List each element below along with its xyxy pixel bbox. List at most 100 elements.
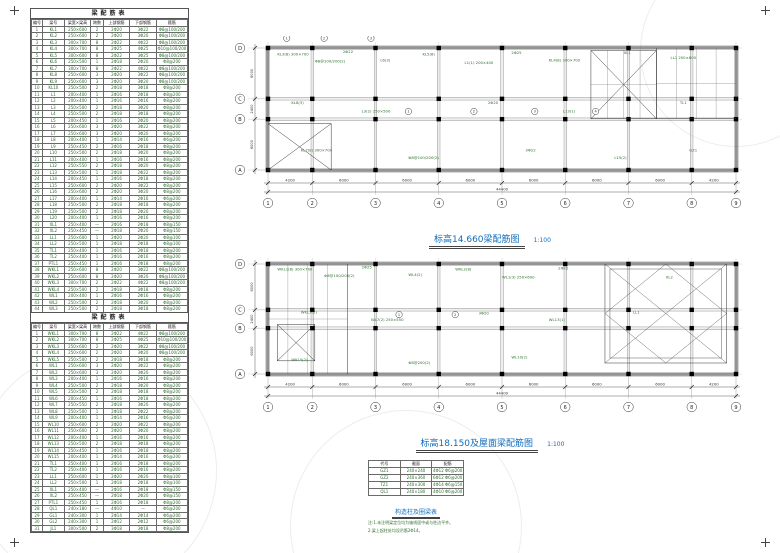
grid-lines bbox=[248, 42, 742, 192]
schedule-cell: 3Φ18 bbox=[102, 524, 131, 532]
schedule-cell: KL6 bbox=[41, 58, 65, 66]
schedule-cell: 250×450 bbox=[63, 446, 92, 454]
schedule-cell: Φ8@100/200 bbox=[155, 25, 189, 33]
legend-note: 注:1.未注明梁定位均为轴线居中或与柱边平齐。 bbox=[368, 520, 454, 525]
schedule-cell: 2Φ22 bbox=[102, 64, 131, 72]
beam-annotation: TL1 bbox=[679, 100, 687, 105]
grid-bubble bbox=[234, 164, 246, 176]
schedule-cell: 200×400 bbox=[63, 292, 92, 300]
beam-annotation: 2Φ20 bbox=[488, 100, 499, 105]
plan-text: 2 bbox=[454, 313, 456, 317]
schedule-cell: 250×400 bbox=[63, 246, 92, 254]
schedule-cell: 200×400 bbox=[63, 214, 92, 222]
schedule-cell: 250×500 bbox=[63, 58, 92, 66]
legend-caption: 构造柱及圈梁表 bbox=[368, 499, 464, 519]
column-marker bbox=[626, 45, 631, 51]
column-marker bbox=[626, 96, 631, 102]
schedule-cell: 200×400 bbox=[63, 453, 92, 461]
schedule-cell: GL1 bbox=[41, 511, 65, 519]
schedule-cell: 250×550 bbox=[63, 401, 92, 409]
column-marker bbox=[733, 325, 739, 331]
callout-bubble bbox=[320, 36, 328, 42]
schedule-cell: 250×600 bbox=[63, 362, 92, 370]
schedule-cell: 2Φ14 bbox=[102, 511, 131, 519]
schedule-cell: Φ6@200 bbox=[155, 511, 189, 519]
column-marker bbox=[373, 307, 378, 313]
plan-title: 标高18.150及屋面梁配筋图 bbox=[415, 439, 539, 453]
corner-mark bbox=[10, 6, 19, 15]
grid-bubble-label: 4 bbox=[437, 405, 440, 411]
schedule-cell: 200×400 bbox=[63, 97, 92, 105]
column-marker bbox=[563, 307, 568, 313]
beam-annotation: L3(2) 250×500 bbox=[362, 109, 391, 114]
beam-annotation: 3Φ22 bbox=[525, 148, 536, 153]
column-marker bbox=[373, 45, 378, 51]
column-marker bbox=[733, 116, 739, 122]
grid-bubble-label: 1 bbox=[266, 405, 269, 411]
grid-bubble bbox=[623, 197, 634, 209]
schedule-cell: 250×600 bbox=[63, 188, 92, 196]
column-marker bbox=[499, 261, 505, 267]
schedule-cell: KL8 bbox=[41, 71, 65, 79]
schedule-cell: 200×400 bbox=[63, 414, 92, 422]
schedule-cell: Φ8@100/200 bbox=[155, 38, 189, 46]
beam-annotation: XL1 bbox=[624, 50, 632, 55]
column-marker bbox=[310, 45, 315, 51]
schedule-cell: 200×400 bbox=[63, 136, 92, 144]
plan-caption: 标高18.150及屋面梁配筋图 1:100 bbox=[226, 431, 754, 453]
schedule-cell: Φ6@200 bbox=[155, 518, 189, 526]
schedule-cell: 240×300 bbox=[63, 518, 92, 526]
schedule-cell: Φ8@100/200 bbox=[155, 266, 189, 274]
dim-label: 6000 bbox=[339, 382, 349, 387]
column-marker bbox=[499, 325, 505, 331]
grid-bubble bbox=[560, 401, 571, 413]
schedule-cell: 2Φ18 bbox=[102, 103, 131, 111]
plan-text: 1 bbox=[398, 313, 400, 317]
column-marker bbox=[499, 307, 505, 313]
grid-bubble bbox=[433, 197, 444, 209]
grid-bubble bbox=[496, 401, 508, 413]
column-marker bbox=[436, 96, 441, 102]
grid-bubble bbox=[234, 304, 246, 315]
grid-bubble-label: 6 bbox=[564, 201, 567, 207]
beam-annotation: 2Φ25 bbox=[362, 264, 373, 269]
dim-label: 4200 bbox=[709, 178, 719, 183]
schedule-cell: Φ8@100/200 bbox=[155, 71, 189, 79]
schedule-cell: Φ8@100/200 bbox=[155, 279, 189, 287]
column-marker bbox=[499, 45, 505, 51]
grid-bubble bbox=[560, 197, 571, 209]
legend-cell: 240×360 bbox=[399, 474, 433, 482]
column-marker bbox=[626, 116, 631, 122]
grid-bubble-label: 8 bbox=[690, 405, 693, 411]
beam-annotation: LL1 250×600 bbox=[670, 55, 696, 60]
schedule-cell: 2Φ16 bbox=[102, 116, 131, 124]
beam-annotation: L13(1) bbox=[563, 109, 576, 114]
legend-cell: TZ1 bbox=[368, 481, 401, 489]
column-marker bbox=[373, 325, 378, 331]
plan-text: 1 bbox=[286, 37, 288, 41]
grid-bubble-label: 2 bbox=[311, 201, 314, 207]
schedule-cell: 250×600 bbox=[63, 129, 92, 137]
grid-bubble-label: D bbox=[238, 262, 242, 268]
column-marker bbox=[689, 167, 694, 173]
schedule-cell: 250×500 bbox=[63, 240, 92, 248]
grid-bubble bbox=[262, 197, 274, 209]
schedule-cell: 2Φ18 bbox=[102, 58, 131, 66]
grid-bubble-label: C bbox=[238, 308, 242, 314]
column-marker bbox=[689, 371, 694, 377]
schedule-cell: Φ8@200 bbox=[155, 110, 189, 118]
schedule-cell: 250×450 bbox=[63, 498, 92, 506]
